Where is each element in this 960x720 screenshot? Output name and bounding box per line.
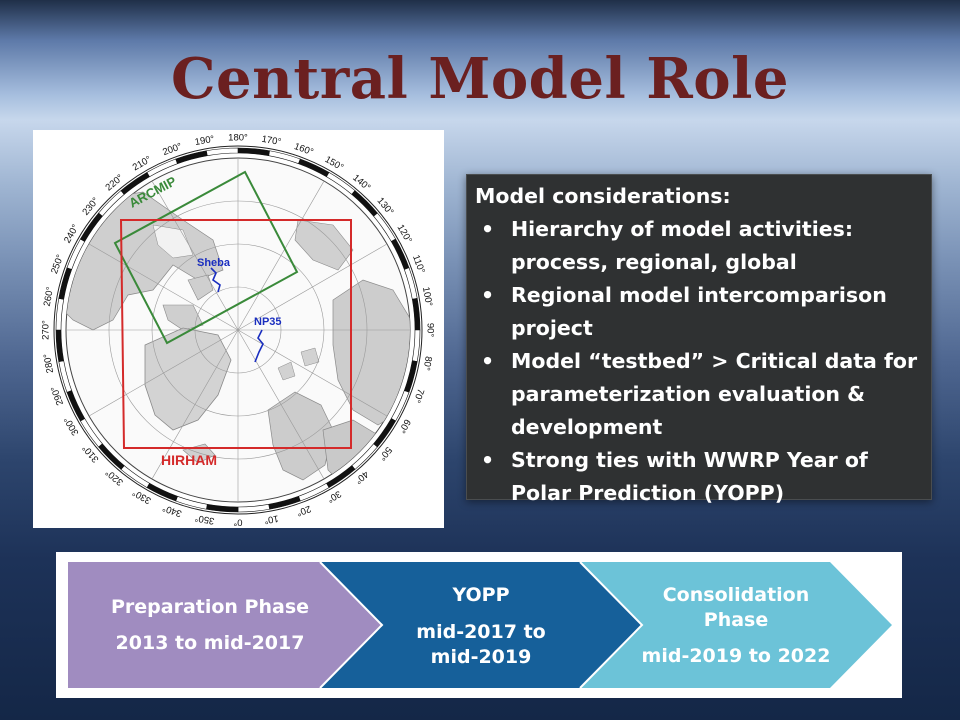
degree-label: 90° (424, 323, 435, 338)
degree-label: 270° (41, 320, 52, 340)
meridian-line (237, 180, 325, 331)
preparation-phase-title: Preparation Phase (111, 596, 309, 618)
consideration-item: • Hierarchy of model activities: process… (475, 213, 921, 279)
degree-label: 280° (42, 353, 56, 374)
consideration-text: Regional model intercomparison project (511, 283, 887, 340)
scale-segment (206, 503, 239, 513)
yopp-phase-title: YOPP (451, 584, 509, 606)
consideration-text: Hierarchy of model activities: process, … (511, 217, 854, 274)
np35-track (254, 329, 264, 363)
degree-label: 20° (295, 503, 312, 518)
degree-label: 260° (42, 286, 56, 307)
arctic-polar-map: ARCMIP HIRHAM Sheba NP35 180°170°160°150… (41, 133, 436, 528)
hirham-label: HIRHAM (161, 452, 217, 468)
degree-label: 170° (261, 134, 282, 148)
model-considerations-box: Model considerations: • Hierarchy of mod… (466, 174, 932, 505)
map-outer-ring (53, 145, 423, 515)
degree-scale-ring (55, 147, 421, 513)
consideration-item: • Strong ties with WWRP Year of Polar Pr… (475, 444, 921, 510)
degree-label: 0° (233, 516, 242, 527)
scale-segment (411, 329, 421, 362)
meridian-line (237, 243, 388, 331)
considerations-heading: Model considerations: (475, 184, 731, 208)
degree-label: 190° (194, 134, 215, 148)
meridian-line (88, 243, 239, 331)
bullet-icon: • (481, 349, 495, 373)
scale-segment (55, 329, 65, 362)
degree-label: 100° (420, 286, 434, 307)
degree-label: 40° (352, 468, 370, 486)
meridian-line (237, 329, 325, 480)
slide-title: Central Model Role (170, 46, 790, 112)
chevron-divider (579, 561, 644, 689)
arctic-map-panel: ARCMIP HIRHAM Sheba NP35 180°170°160°150… (33, 130, 444, 528)
sheba-label: Sheba (197, 257, 231, 269)
consideration-text: Strong ties with WWRP Year of Polar Pred… (511, 448, 868, 505)
np35-label: NP35 (254, 316, 282, 328)
yopp-phase-dates-start: mid-2017 to (416, 621, 545, 643)
scale-segment (206, 147, 239, 157)
degree-label: 70° (411, 387, 426, 404)
consideration-item: • Regional model intercomparison project (475, 279, 921, 345)
degree-label: 50° (376, 444, 394, 462)
consideration-text: Model “testbed” > Critical data for para… (511, 349, 918, 439)
scale-segment (237, 147, 270, 157)
hirham-domain (119, 219, 352, 449)
consolidation-phase-title: Consolidation (663, 584, 810, 606)
sheba-track (210, 267, 221, 293)
graticule-lines (66, 158, 410, 502)
consolidation-phase-dates: mid-2019 to 2022 (642, 645, 831, 667)
phase-timeline: Preparation Phase 2013 to mid-2017 YOPP … (56, 552, 902, 698)
scale-segment (55, 298, 65, 331)
considerations-list: • Hierarchy of model activities: process… (475, 213, 921, 510)
scale-segment (411, 298, 421, 331)
bullet-icon: • (481, 283, 495, 307)
preparation-phase-chevron (68, 562, 382, 688)
phase-timeline-graphic: Preparation Phase 2013 to mid-2017 YOPP … (68, 561, 892, 689)
consolidation-phase-subtitle: Phase (704, 609, 768, 631)
preparation-phase-dates: 2013 to mid-2017 (116, 632, 305, 654)
arcmip-domain (113, 170, 299, 345)
yopp-phase-chevron (320, 562, 642, 688)
degree-label: 180° (228, 133, 248, 144)
scale-segment (237, 503, 270, 513)
degree-label: 10° (263, 512, 279, 525)
consolidation-phase-chevron (580, 562, 892, 688)
degree-label: 80° (420, 355, 433, 371)
meridian-line (88, 329, 239, 417)
degree-label: 350° (194, 512, 215, 526)
consideration-item: • Model “testbed” > Critical data for pa… (475, 345, 921, 444)
bullet-icon: • (481, 448, 495, 472)
meridian-line (151, 329, 239, 480)
bullet-icon: • (481, 217, 495, 241)
meridian-line (151, 180, 239, 331)
chevron-divider (319, 561, 384, 689)
yopp-phase-dates-end: mid-2019 (431, 646, 532, 668)
